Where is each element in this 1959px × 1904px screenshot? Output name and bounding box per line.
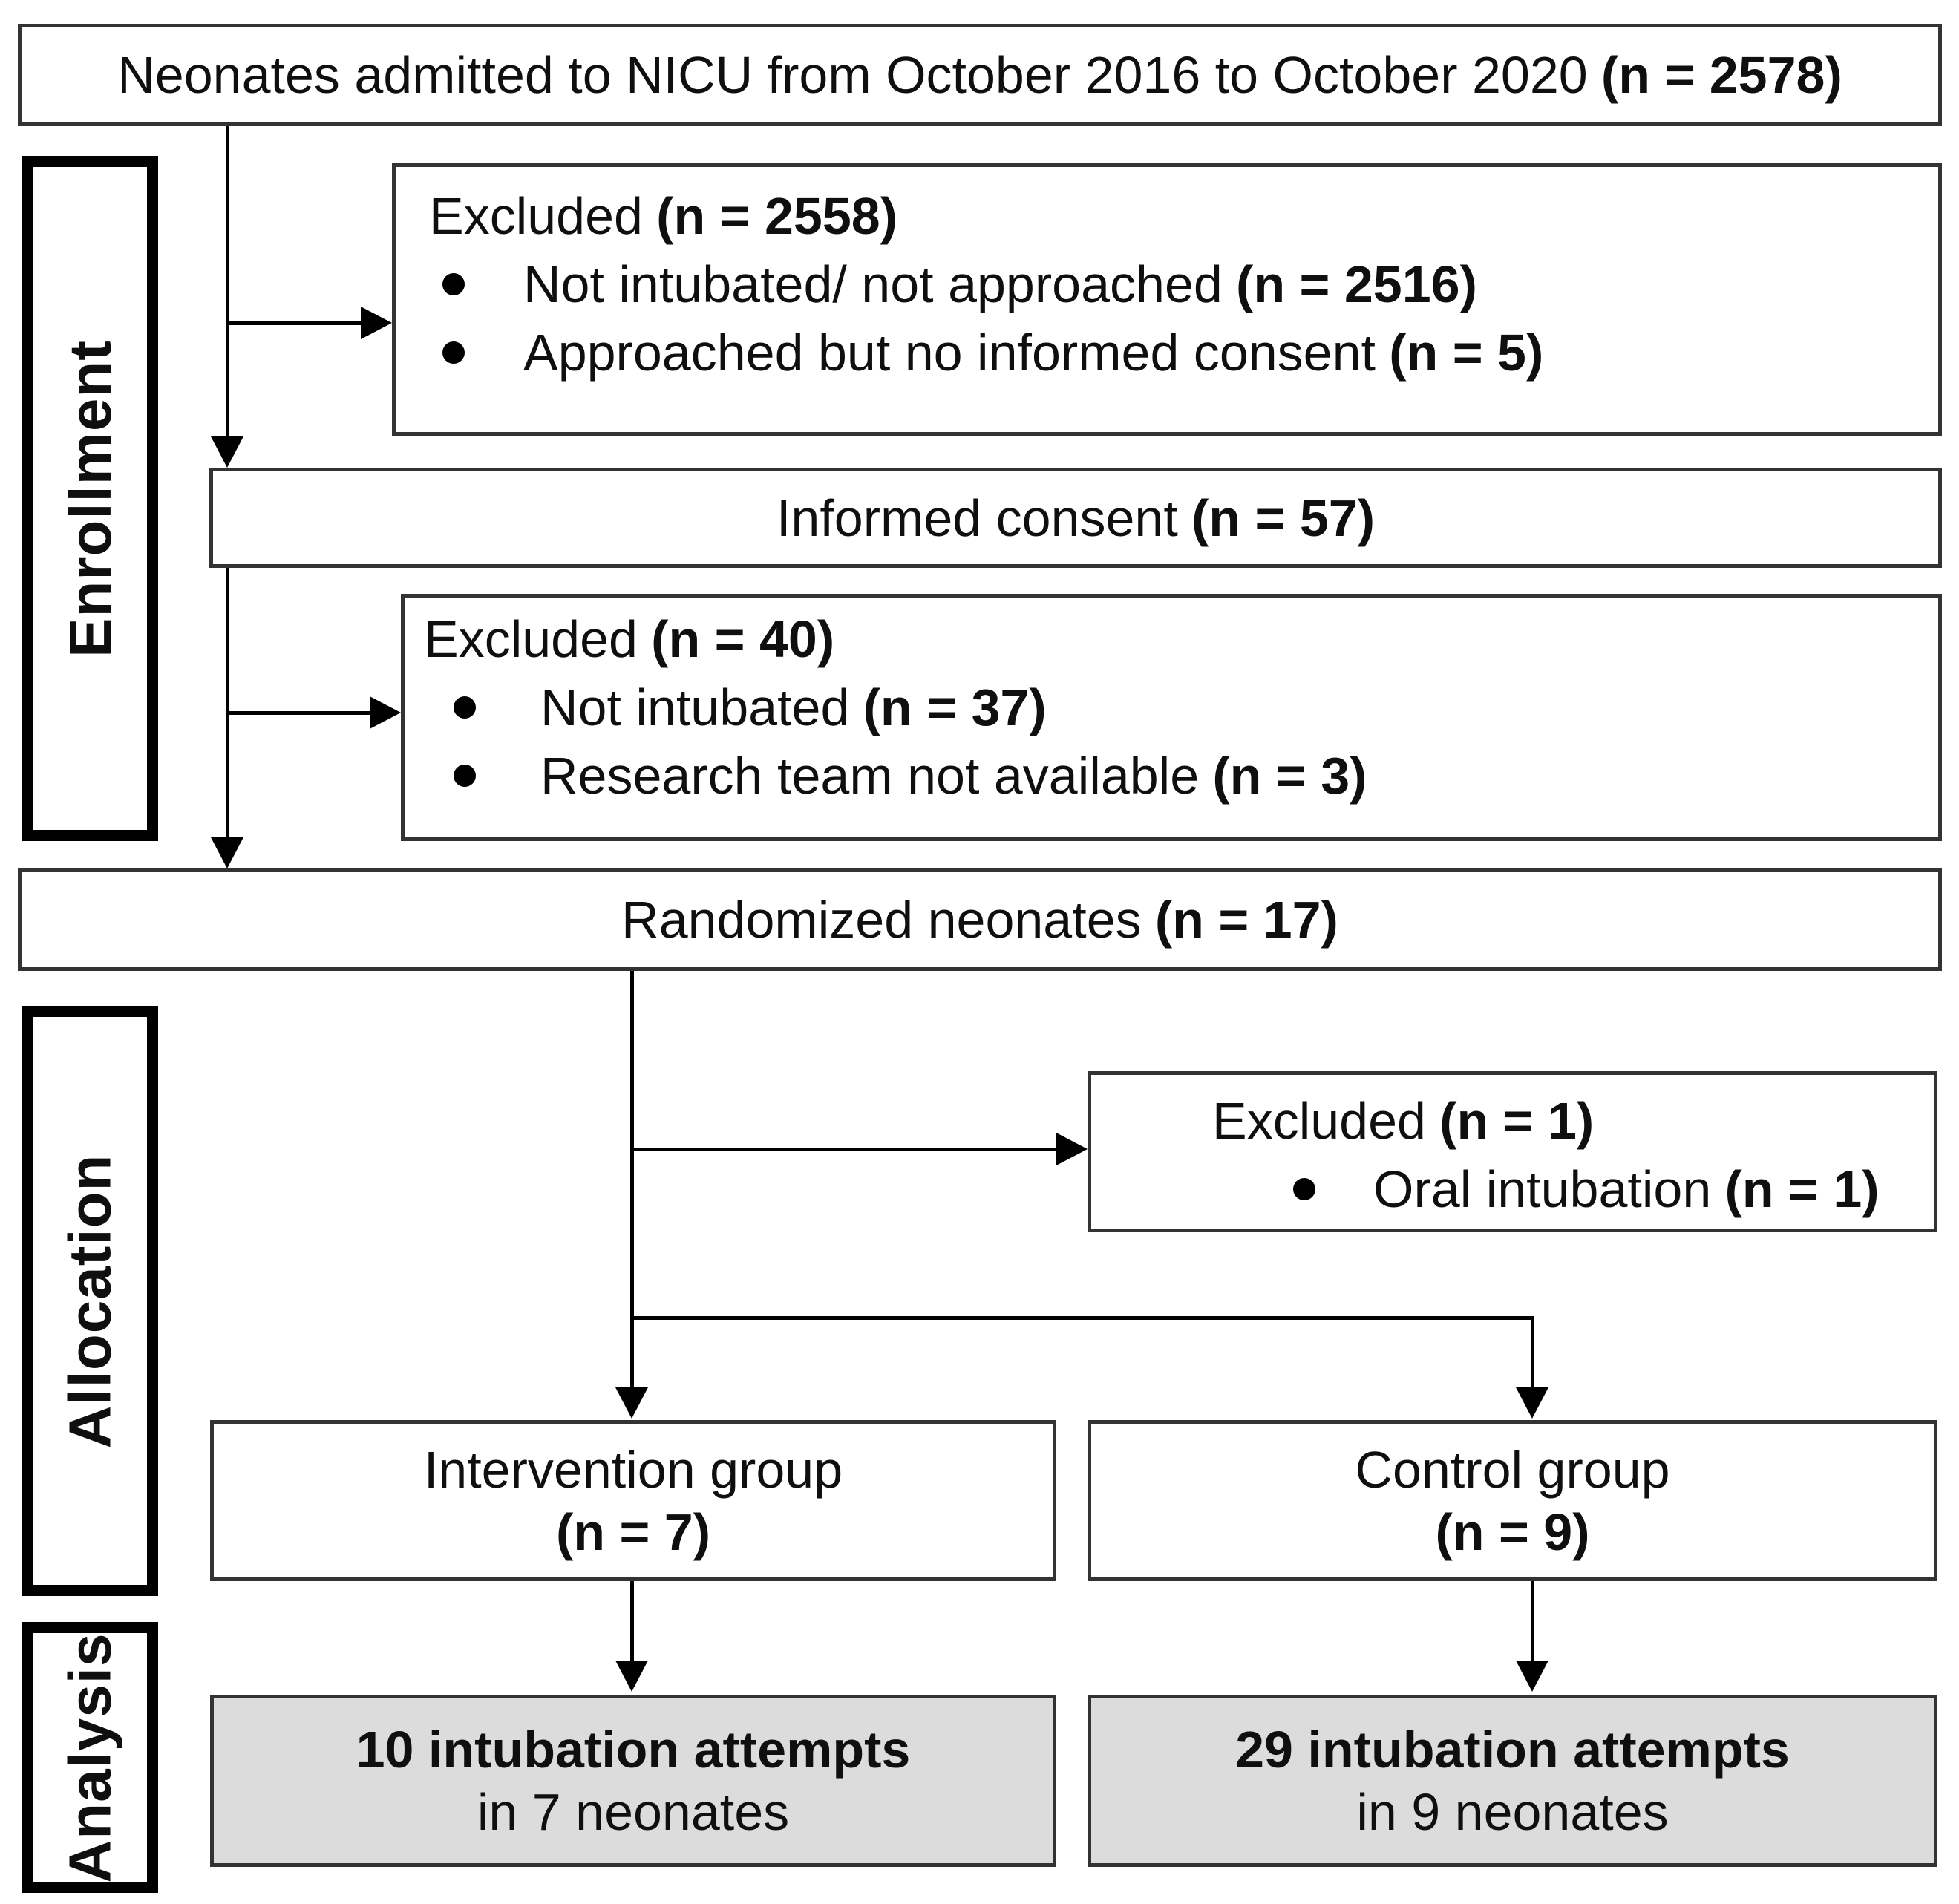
- analysis-intervention-line1: 10 intubation attempts: [356, 1721, 911, 1779]
- control-group-line1: Control group: [1355, 1440, 1670, 1499]
- excluded-2-item-1: Not intubated (n = 37): [405, 673, 1938, 742]
- box-randomized-text: Randomized neonates (n = 17): [621, 891, 1338, 949]
- box-informed-consent: Informed consent (n = 57): [209, 468, 1942, 568]
- arrowhead-down-intervention: [615, 1387, 648, 1419]
- excluded-2-title: Excluded (n = 40): [424, 610, 835, 668]
- intervention-group-line1: Intervention group: [423, 1440, 843, 1499]
- stage-analysis: Analysis: [22, 1622, 158, 1893]
- arrowhead-down-randomized: [211, 837, 243, 868]
- analysis-intervention-line2: in 7 neonates: [477, 1783, 790, 1841]
- box-randomized: Randomized neonates (n = 17): [18, 868, 1942, 971]
- connector-to-excluded-1: [227, 321, 362, 325]
- box-control-group: Control group (n = 9): [1088, 1420, 1937, 1581]
- box-excluded-enrollment-1: Excluded (n = 2558) Not intubated/ not a…: [392, 163, 1942, 436]
- arrowhead-down-analysis-right: [1516, 1661, 1548, 1692]
- bullet-icon: [454, 696, 476, 719]
- box-analysis-control: 29 intubation attempts in 9 neonates: [1088, 1695, 1937, 1867]
- bullet-icon: [1293, 1178, 1315, 1200]
- arrowhead-right-excluded-2: [370, 696, 401, 729]
- stage-enrollment: Enrollment: [22, 156, 158, 841]
- connector-admitted-to-consent: [226, 126, 229, 438]
- bullet-icon: [454, 765, 476, 787]
- excluded-1-item-2: Approached but no informed consent (n = …: [396, 318, 1938, 387]
- connector-down-to-control: [1531, 1316, 1534, 1388]
- excluded-2-item-2: Research team not available (n = 3): [405, 742, 1938, 810]
- bullet-icon: [442, 273, 465, 295]
- box-excluded-allocation: Excluded (n = 1) Oral intubation (n = 1): [1088, 1071, 1937, 1232]
- box-excluded-enrollment-2: Excluded (n = 40) Not intubated (n = 37)…: [401, 594, 1942, 841]
- box-admitted-text: Neonates admitted to NICU from October 2…: [117, 46, 1842, 104]
- stage-enrollment-label: Enrollment: [56, 339, 123, 658]
- connector-intervention-to-analysis: [630, 1581, 634, 1661]
- box-analysis-intervention: 10 intubation attempts in 7 neonates: [210, 1695, 1056, 1867]
- connector-consent-to-randomized: [226, 568, 229, 839]
- excluded-1-title: Excluded (n = 2558): [429, 187, 898, 245]
- excluded-3-item-1: Oral intubation (n = 1): [1091, 1155, 1934, 1223]
- stage-allocation: Allocation: [22, 1006, 158, 1596]
- box-admitted: Neonates admitted to NICU from October 2…: [18, 24, 1942, 126]
- box-informed-consent-text: Informed consent (n = 57): [776, 488, 1376, 547]
- connector-to-excluded-3: [632, 1148, 1058, 1151]
- excluded-3-title: Excluded (n = 1): [1212, 1092, 1595, 1150]
- arrowhead-right-excluded-3: [1056, 1133, 1088, 1165]
- analysis-control-line2: in 9 neonates: [1356, 1783, 1669, 1841]
- arrowhead-right-excluded-1: [361, 307, 392, 339]
- box-intervention-group: Intervention group (n = 7): [210, 1420, 1056, 1581]
- arrowhead-down-control: [1516, 1387, 1548, 1419]
- connector-to-excluded-2: [227, 711, 371, 715]
- analysis-control-line1: 29 intubation attempts: [1235, 1721, 1790, 1779]
- arrowhead-down-analysis-left: [615, 1661, 648, 1692]
- stage-allocation-label: Allocation: [56, 1154, 123, 1448]
- arrowhead-down-consent: [211, 436, 243, 468]
- control-group-line2: (n = 9): [1435, 1502, 1590, 1561]
- bullet-icon: [442, 341, 465, 364]
- connector-randomized-to-intervention: [630, 971, 634, 1388]
- intervention-group-line2: (n = 7): [555, 1502, 711, 1561]
- connector-control-to-analysis: [1531, 1581, 1534, 1661]
- stage-analysis-label: Analysis: [56, 1632, 123, 1883]
- connector-branch-to-control: [630, 1316, 1534, 1320]
- excluded-1-item-1: Not intubated/ not approached (n = 2516): [396, 250, 1938, 318]
